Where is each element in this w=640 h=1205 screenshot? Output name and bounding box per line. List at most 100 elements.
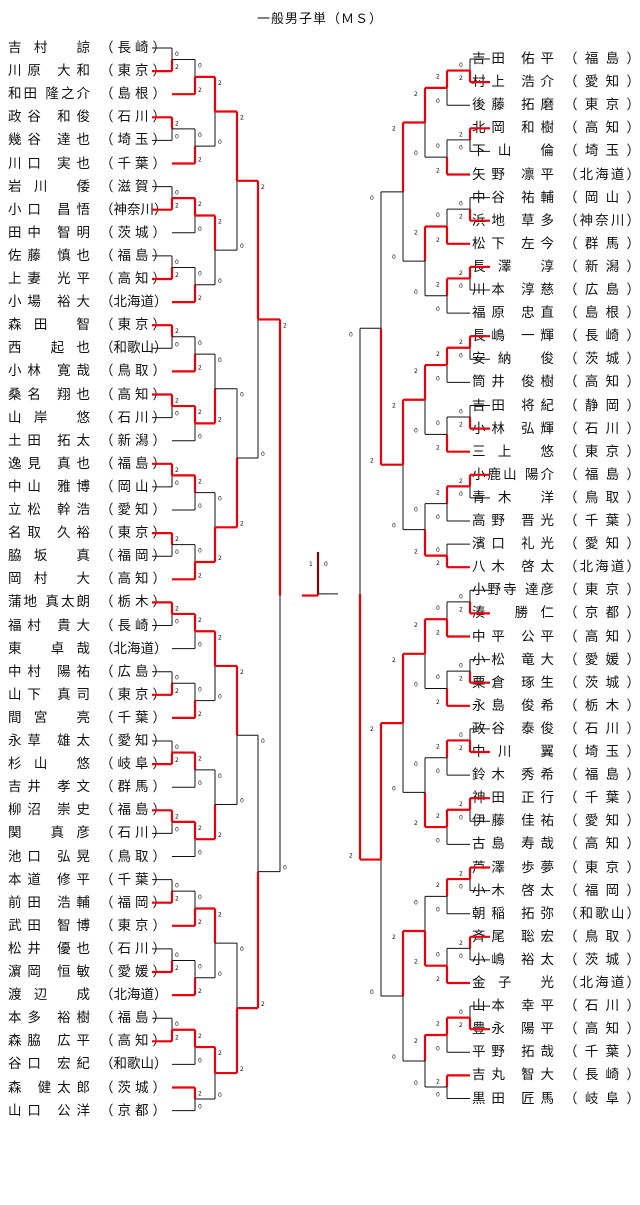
player-entry: 岡村 大（高知）: [8, 568, 166, 590]
player-entry: 松下 左今（群馬）: [472, 233, 640, 255]
player-name: 本多 裕樹: [8, 1010, 90, 1027]
player-name: 池口 弘晃: [8, 848, 90, 865]
player-name: 濱口 礼光: [472, 536, 554, 553]
player-name: 中村 陽祐: [8, 663, 90, 680]
game-count: 2: [459, 606, 463, 613]
player-prefecture: （和歌山）: [100, 1056, 168, 1073]
game-count: 2: [459, 940, 463, 947]
game-count: 0: [414, 899, 418, 906]
game-count: 0: [436, 514, 440, 521]
player-prefecture: （茨城）: [564, 674, 640, 691]
player-prefecture: （新潟）: [564, 258, 640, 275]
game-count: 2: [198, 1091, 202, 1098]
player-name: 粟倉 琢生: [472, 674, 554, 691]
player-entry: 長澤 淳 （新潟）: [472, 256, 640, 278]
player-name: 川口 実也: [8, 155, 90, 172]
player-entry: 川原 大和（東京）: [8, 60, 166, 82]
player-prefecture: （北海道）: [100, 640, 168, 657]
player-prefecture: （栃木）: [100, 594, 166, 611]
player-entry: 川本 淳慈（広島）: [472, 279, 640, 301]
player-prefecture: （千葉）: [564, 513, 640, 529]
game-count: 2: [198, 1033, 202, 1040]
game-count: 2: [459, 75, 463, 82]
player-prefecture: （滋賀）: [100, 178, 166, 195]
game-count: 0: [459, 409, 463, 416]
game-count: 2: [175, 203, 179, 210]
player-prefecture: （石川）: [100, 409, 166, 426]
player-entry: 政谷 和俊（石川）: [8, 106, 166, 128]
game-count: 2: [436, 1078, 440, 1085]
game-count: 2: [175, 813, 179, 820]
game-count: 2: [218, 80, 222, 87]
game-count: 2: [218, 911, 222, 918]
game-count: 0: [370, 989, 374, 996]
player-prefecture: （広島）: [100, 663, 166, 680]
player-name: 筒井 俊樹: [472, 374, 554, 391]
game-count: 0: [436, 1092, 440, 1099]
game-count: 0: [198, 270, 202, 277]
player-name: 小野寺 達彦: [472, 582, 554, 599]
game-count: 0: [283, 865, 287, 872]
player-name: 名取 久裕: [8, 525, 90, 542]
player-name: 朝稲 拓弥: [472, 905, 554, 922]
player-entry: 後藤 拓磨（東京）: [472, 94, 640, 116]
game-count: 0: [459, 953, 463, 960]
game-count: 0: [324, 561, 328, 568]
player-entry: 黒田 匠馬（岐阜）: [472, 1088, 640, 1110]
player-entry: 上妻 光平（高知）: [8, 268, 166, 290]
game-count: 0: [459, 144, 463, 151]
game-count: 2: [436, 699, 440, 706]
player-entry: 三上 悠（東京）: [472, 441, 640, 463]
player-entry: 長嶋 一輝（長崎）: [472, 325, 640, 347]
game-count: 0: [459, 814, 463, 821]
game-count: 0: [218, 971, 222, 978]
player-entry: 杉山 悠（岐阜）: [8, 753, 166, 775]
game-count: 0: [459, 283, 463, 290]
player-entry: 青木 洋（鳥取）: [472, 487, 640, 509]
game-count: 2: [175, 757, 179, 764]
player-entry: 渡辺 成（北海道）: [8, 984, 168, 1006]
player-entry: 吉井 孝文（群馬）: [8, 776, 166, 798]
game-count: 2: [436, 489, 440, 496]
player-name: 福原 忠直: [472, 305, 554, 322]
game-count: 0: [459, 201, 463, 208]
player-entry: 森 健太郎（茨城）: [8, 1077, 166, 1099]
game-count: 2: [198, 295, 202, 302]
game-count: 0: [218, 139, 222, 146]
player-entry: 森田 智（東京）: [8, 314, 166, 336]
player-name: 本道 修平: [8, 871, 90, 888]
game-count: 2: [436, 445, 440, 452]
player-name: 伊藤 佳祐: [472, 813, 554, 830]
player-prefecture: （愛知）: [564, 74, 640, 91]
player-prefecture: （千葉）: [100, 709, 166, 726]
game-count: 2: [436, 813, 440, 820]
game-count: 0: [218, 496, 222, 503]
player-entry: 小松 竜大（愛媛）: [472, 649, 640, 671]
player-entry: 川口 実也（千葉）: [8, 153, 166, 175]
player-entry: 村上 浩介（愛知）: [472, 71, 640, 93]
game-count: 0: [370, 195, 374, 202]
game-count: 2: [218, 634, 222, 641]
game-count: 2: [459, 478, 463, 485]
game-count: 0: [459, 491, 463, 498]
game-count: 2: [198, 919, 202, 926]
player-name: 黒田 匠馬: [472, 1090, 554, 1107]
game-count: 2: [436, 630, 440, 637]
player-name: 北岡 和樹: [472, 120, 554, 137]
game-count: 2: [175, 64, 179, 71]
game-count: 2: [198, 756, 202, 763]
player-entry: 岩川 倭（滋賀）: [8, 176, 166, 198]
player-prefecture: （石川）: [100, 825, 166, 842]
game-count: 0: [175, 51, 179, 58]
player-prefecture: （島根）: [100, 86, 166, 103]
game-count: 0: [436, 375, 440, 382]
player-entry: 東 卓哉（北海道）: [8, 638, 168, 660]
player-prefecture: （栃木）: [564, 697, 640, 714]
game-count: 2: [198, 478, 202, 485]
player-entry: 松井 優也（石川）: [8, 938, 166, 960]
game-count: 2: [414, 368, 418, 375]
game-count: 0: [459, 593, 463, 600]
player-entry: 芦澤 歩夢（東京）: [472, 857, 640, 879]
player-entry: 吉村 諒（長崎）: [8, 37, 166, 59]
player-name: 長澤 淳: [472, 258, 554, 275]
